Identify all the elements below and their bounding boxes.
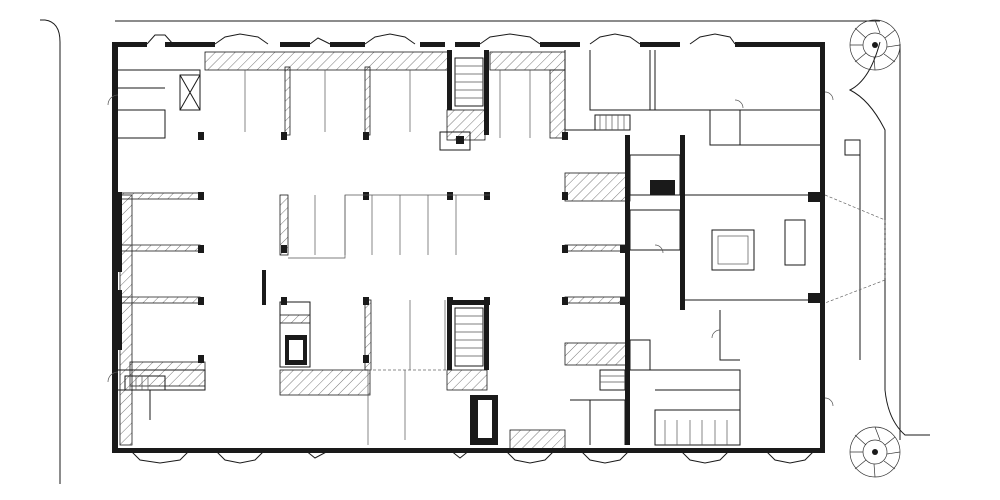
stair-core-top	[439, 50, 489, 151]
hatched-zones	[119, 51, 631, 453]
door-swings	[107, 91, 834, 407]
right-wing-rooms	[564, 50, 820, 446]
bay-windows-top	[146, 33, 736, 45]
stair-core-bottom-left	[124, 375, 166, 391]
tree-bottom-right	[849, 426, 901, 478]
bay-windows-bottom	[129, 449, 816, 464]
parking-stalls	[130, 70, 531, 445]
stair-core-right	[594, 114, 631, 391]
exterior-walls	[112, 42, 825, 453]
stair-core-center	[279, 300, 498, 445]
site-lines	[40, 19, 930, 484]
columns	[118, 132, 626, 363]
courtyard-canopy	[824, 139, 886, 304]
tree-top-right	[849, 19, 901, 71]
